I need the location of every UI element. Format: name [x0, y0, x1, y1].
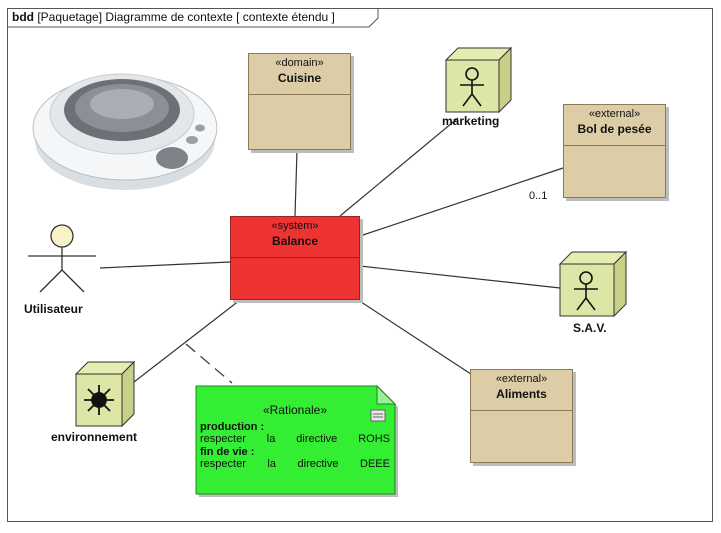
note-anchor-line [185, 343, 233, 384]
block-cuisine-name: Cuisine [277, 71, 322, 85]
note-production-text: respecter la directive ROHS [200, 433, 390, 446]
block-aliments-stereotype: «external» [495, 373, 548, 385]
actor-environnement-icon [74, 360, 136, 428]
actor-utilisateur-label: Utilisateur [24, 302, 83, 316]
actor-utilisateur-icon [28, 224, 96, 293]
block-cuisine-compartment [249, 94, 350, 95]
frame-kind: bdd [12, 10, 34, 24]
actor-marketing-icon [444, 46, 513, 114]
rationale-note[interactable]: «Rationale» production : respecter la di… [196, 386, 395, 494]
note-word: la [267, 458, 276, 470]
actor-marketing-label: marketing [442, 114, 500, 128]
note-stereotype: «Rationale» [262, 403, 328, 417]
actor-sav-label: S.A.V. [573, 321, 607, 335]
block-cuisine[interactable]: «domain» Cuisine [248, 53, 351, 150]
block-aliments-compartment [471, 410, 572, 411]
assoc-balance-marketing [339, 117, 459, 217]
note-word: respecter [200, 458, 246, 470]
note-word: directive [296, 433, 338, 445]
scale-product-image [32, 73, 218, 190]
multiplicity-bol: 0..1 [529, 190, 548, 202]
block-balance-stereotype: «system» [271, 220, 319, 232]
block-balance[interactable]: «system» Balance [230, 216, 360, 300]
assoc-balance-aliments [354, 297, 481, 381]
note-word: la [266, 433, 276, 445]
block-bol-name: Bol de pesée [577, 122, 652, 136]
note-word: directive [297, 458, 339, 470]
note-word: ROHS [358, 433, 390, 445]
frame-title: [Paquetage] Diagramme de contexte [ cont… [37, 10, 335, 24]
diagram-frame [7, 8, 713, 522]
block-cuisine-stereotype: «domain» [275, 57, 324, 69]
block-balance-compartment [231, 257, 359, 258]
rationale-note-shape [195, 384, 398, 497]
block-balance-name: Balance [271, 234, 319, 248]
assoc-balance-cuisine [294, 149, 298, 217]
frame-tab-shape [7, 8, 379, 28]
note-icon [370, 409, 386, 422]
block-aliments-name: Aliments [496, 387, 547, 401]
assoc-balance-bol [359, 167, 564, 237]
note-findevie-heading: fin de vie : [200, 445, 255, 458]
note-word: DEEE [360, 458, 390, 470]
actor-sav-icon [558, 250, 628, 318]
block-bol-de-pesee[interactable]: «external» Bol de pesée [563, 104, 666, 198]
note-findevie-text: respecter la directive DEEE [200, 458, 390, 471]
block-bol-stereotype: «external» [588, 108, 641, 120]
actor-environnement-label: environnement [51, 430, 138, 444]
assoc-balance-environnement [133, 299, 241, 383]
note-production-heading: production : [200, 420, 265, 433]
assoc-balance-sav [359, 265, 561, 289]
frame-header: bdd [Paquetage] Diagramme de contexte [ … [7, 8, 345, 27]
block-aliments[interactable]: «external» Aliments [470, 369, 573, 463]
assoc-balance-utilisateur [99, 261, 231, 269]
block-bol-compartment [564, 145, 665, 146]
note-word: respecter [200, 433, 246, 445]
